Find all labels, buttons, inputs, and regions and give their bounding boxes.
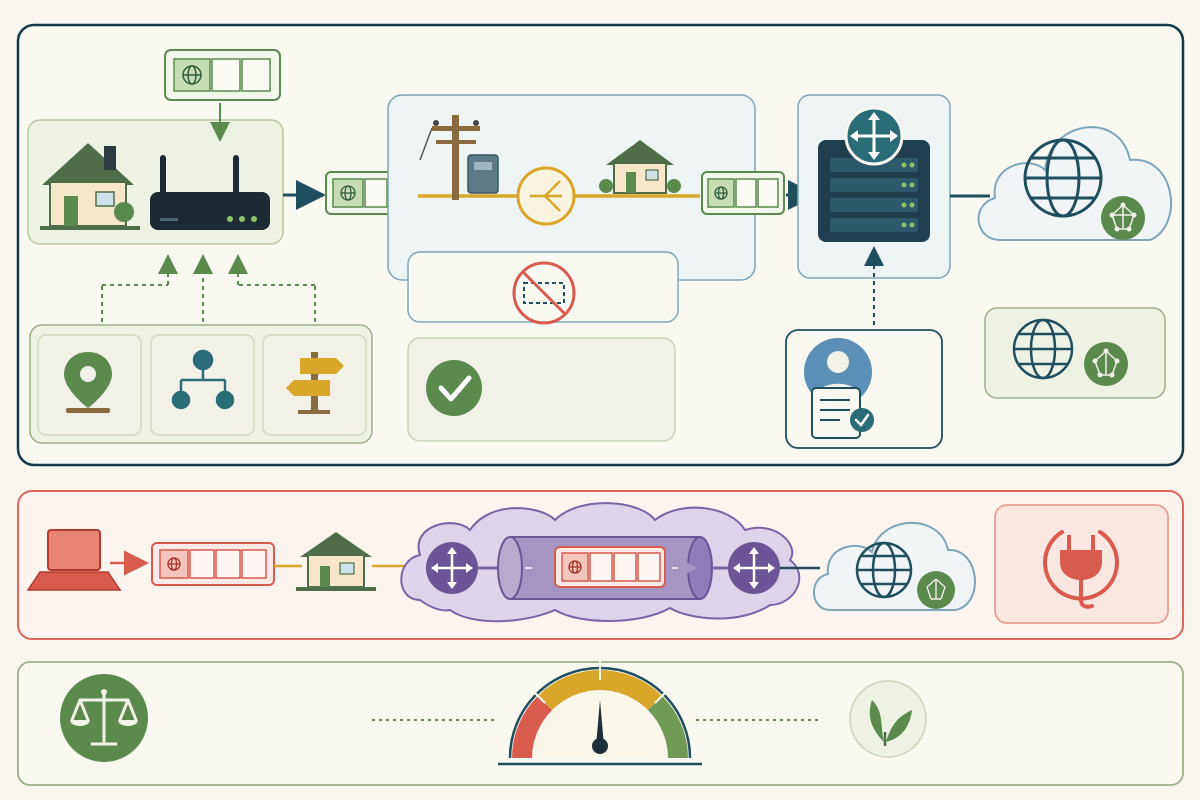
scales-icon xyxy=(60,674,148,762)
globe-icon xyxy=(855,541,913,599)
globe-icon xyxy=(1012,318,1074,380)
person-document-icon xyxy=(804,338,874,439)
house-icon xyxy=(296,532,376,591)
cabinet-icon xyxy=(467,154,499,194)
network-node-icon xyxy=(1084,342,1128,386)
routing-arrows-icon xyxy=(728,542,780,594)
leaf-icon xyxy=(849,680,927,758)
internet-services-box xyxy=(984,307,1166,399)
approved-box xyxy=(407,337,676,442)
house-icon xyxy=(40,143,140,230)
check-icon xyxy=(426,360,482,416)
splitter-icon xyxy=(516,166,576,226)
signpost-icon xyxy=(286,352,344,414)
routing-arrows-icon xyxy=(426,542,478,594)
no-entry-icon xyxy=(512,261,576,325)
hierarchy-icon xyxy=(171,349,235,410)
network-node-icon xyxy=(1101,196,1145,240)
laptop-icon xyxy=(26,529,122,591)
power-plug-icon xyxy=(1043,530,1119,609)
globe-icon xyxy=(182,65,202,85)
routing-arrows-icon xyxy=(844,106,904,166)
gauge-needle xyxy=(592,700,608,754)
server-rack-icon xyxy=(818,140,930,242)
globe-icon xyxy=(1023,138,1103,218)
router-icon xyxy=(150,155,270,230)
map-pin-icon xyxy=(64,352,112,413)
house-icon xyxy=(599,140,681,194)
utility-pole-icon xyxy=(419,115,480,200)
network-node-icon xyxy=(917,571,955,609)
